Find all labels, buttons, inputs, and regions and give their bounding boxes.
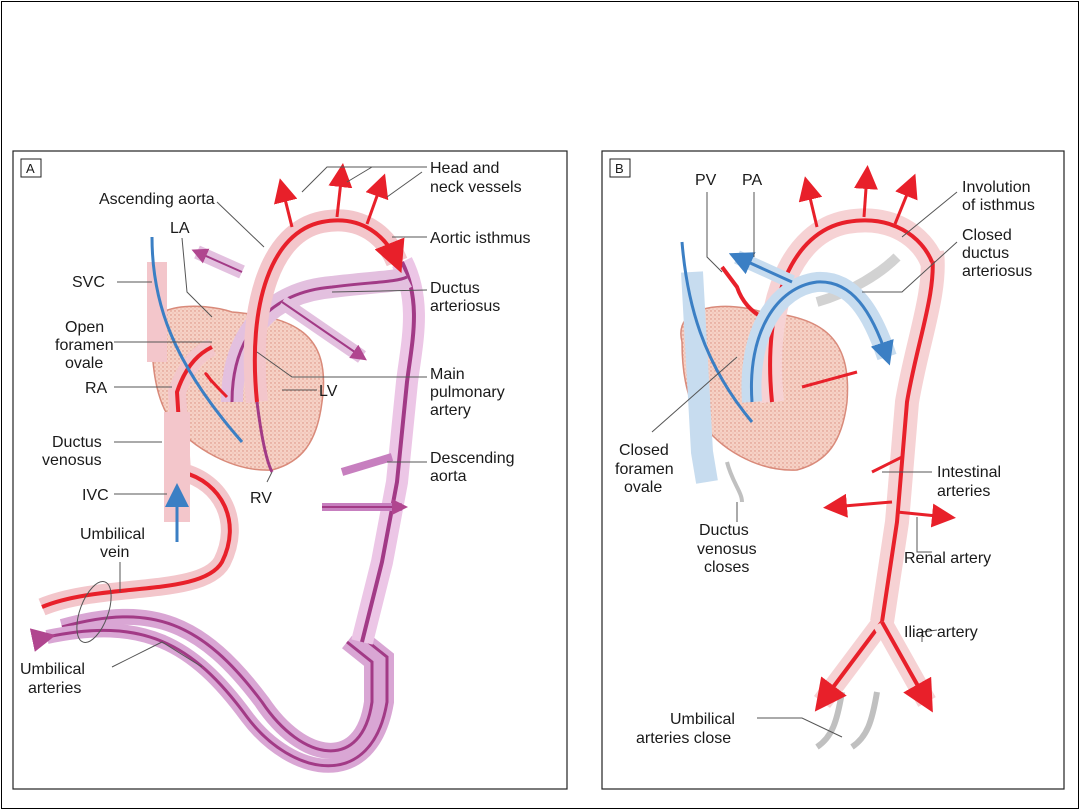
label-open-foramen-2: foramen (55, 337, 114, 354)
label-rv: RV (250, 490, 272, 507)
label-ductus-venosus-1: Ductus (52, 434, 102, 451)
label-ua-close-1: Umbilical (670, 711, 735, 728)
intestinal-b (871, 455, 903, 474)
label-involution-2: of isthmus (962, 197, 1035, 214)
label-open-foramen-3: ovale (65, 355, 103, 372)
label-aortic-isthmus: Aortic isthmus (430, 230, 530, 247)
label-ductus-arteriosus-2: arteriosus (430, 298, 500, 315)
panel-b: B (601, 150, 1065, 790)
label-main-pulm-3: artery (430, 402, 471, 419)
panel-b-tag: B (615, 161, 624, 176)
label-umbilical-vein-1: Umbilical (80, 526, 145, 543)
label-head-neck-1: Head and (430, 160, 499, 177)
pulmonary-artery-b (749, 280, 894, 403)
panel-a-frame (12, 150, 568, 790)
label-ivc: IVC (82, 487, 109, 504)
label-closed-fo-3: ovale (624, 479, 662, 496)
label-umbilical-arteries-1: Umbilical (20, 661, 85, 678)
intestinal-branch-a (340, 453, 394, 476)
label-descending-aorta-2: aorta (430, 468, 467, 485)
panel-a-leaders (76, 166, 428, 668)
head-vessel-3 (365, 173, 389, 225)
aortic-arch (252, 218, 405, 403)
label-ductus-venosus-2: venosus (42, 452, 102, 469)
renal-right (896, 503, 956, 528)
label-main-pulm-1: Main (430, 366, 465, 383)
panel-b-tag-box (609, 158, 631, 178)
panel-a-tag: A (26, 161, 35, 176)
panel-a-tag-box (20, 158, 42, 178)
label-ua-close-2: arteries close (636, 730, 731, 747)
label-open-foramen-1: Open (65, 319, 104, 336)
label-ascending-aorta: Ascending aorta (99, 191, 215, 208)
umbilical-artery-line-2 (29, 628, 389, 768)
label-involution-1: Involution (962, 179, 1031, 196)
label-closed-da-1: Closed (962, 227, 1012, 244)
iliac-right (880, 621, 933, 713)
renal-left (823, 493, 893, 518)
head-vessel-2 (328, 163, 353, 218)
pulmonary-branch-right-line (281, 301, 367, 361)
label-intestinal-1: Intestinal (937, 464, 1001, 481)
panel-a: A (12, 150, 568, 790)
label-main-pulm-2: pulmonary (430, 384, 505, 401)
label-pv: PV (695, 172, 717, 189)
label-closed-da-3: arteriosus (962, 263, 1032, 280)
label-pa: PA (742, 172, 762, 189)
panel-b-leaders (651, 191, 958, 738)
label-iliac: Iliac artery (904, 624, 978, 641)
descending-aorta-a (360, 261, 416, 643)
label-closed-fo-1: Closed (619, 442, 669, 459)
rv-flow (255, 401, 274, 473)
label-head-neck-2: neck vessels (430, 179, 522, 196)
closed-ductus-arteriosus (815, 253, 901, 307)
head-vessel-1 (273, 178, 298, 228)
umbilical-vein (41, 345, 232, 609)
label-intestinal-2: arteries (937, 483, 990, 500)
label-dv-closes-1: Ductus (699, 522, 749, 539)
pulmonary-trunk (230, 275, 408, 403)
foramen-flow (204, 372, 229, 399)
pulmonary-left-b (728, 252, 793, 284)
head-vessel-b-2 (853, 165, 878, 218)
label-ductus-arteriosus-1: Ductus (430, 280, 480, 297)
label-descending-aorta-1: Descending (430, 450, 515, 467)
iliac-left (814, 620, 884, 712)
ductus-venosus-closed (725, 461, 744, 503)
pulmonary-branch-left-line (191, 248, 243, 273)
lv-outflow-b (801, 370, 858, 389)
label-la: LA (170, 220, 190, 237)
head-vessel-b-1 (798, 176, 823, 228)
head-vessel-b-3 (893, 173, 918, 225)
descending-aorta-b (880, 251, 935, 623)
label-dv-closes-2: venosus (697, 541, 757, 558)
umbilical-artery-line-1 (61, 615, 374, 753)
label-umbilical-vein-2: vein (100, 544, 129, 561)
vena-cava-b-sheath (681, 271, 718, 484)
umbilical-closed-2 (850, 691, 880, 750)
svc-flow (150, 236, 244, 443)
label-svc: SVC (72, 274, 105, 291)
label-closed-da-2: ductus (962, 245, 1009, 262)
label-lv: LV (319, 383, 338, 400)
vena-cava-b-flow (680, 241, 754, 423)
label-closed-fo-2: foramen (615, 461, 674, 478)
label-dv-closes-3: closes (704, 559, 749, 576)
label-umbilical-arteries-2: arteries (28, 680, 81, 697)
label-ra: RA (85, 380, 108, 397)
label-renal: Renal artery (904, 550, 991, 567)
